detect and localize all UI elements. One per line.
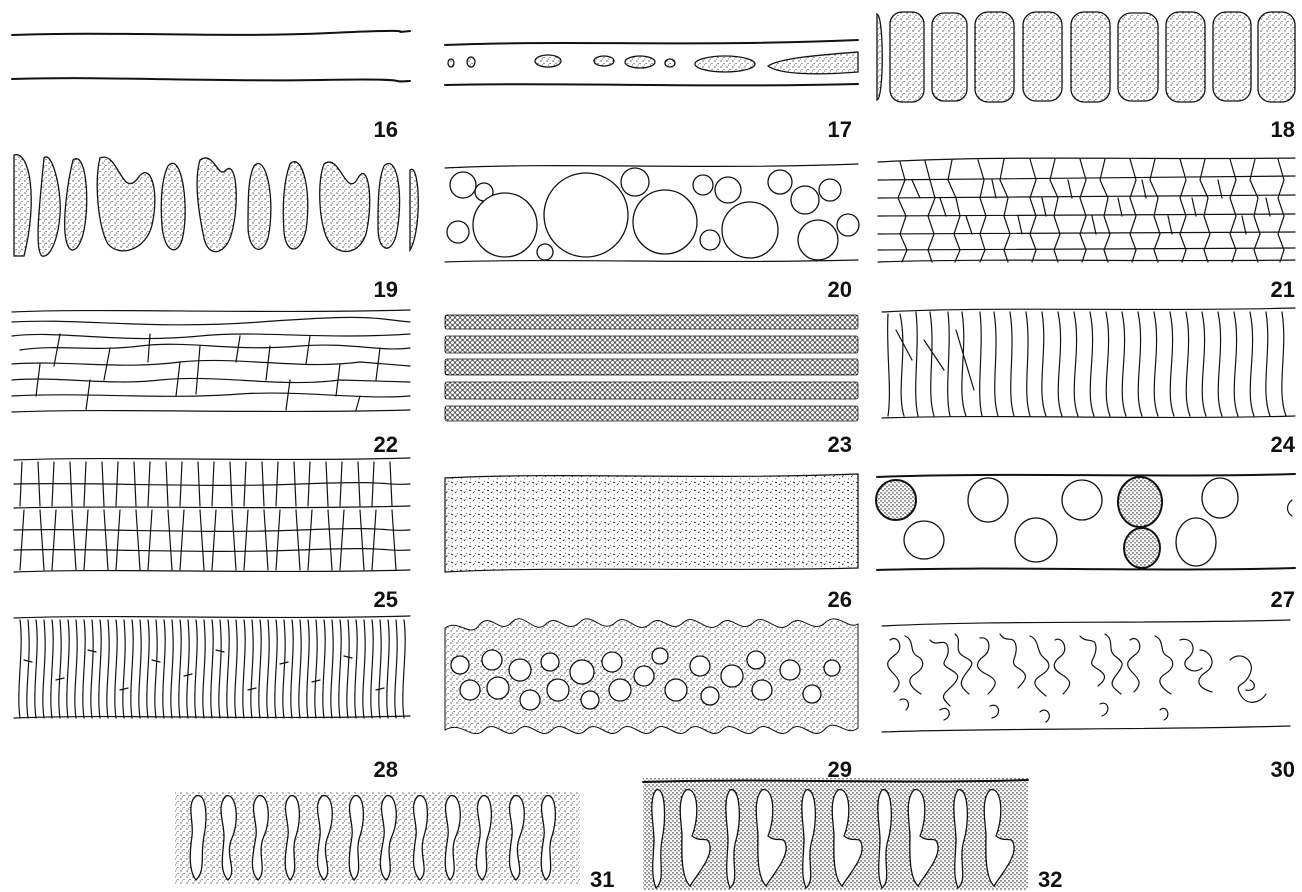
- figure-label-30: 30: [1271, 757, 1295, 782]
- figure-label-32: 32: [1038, 867, 1062, 892]
- figure-label-20: 20: [828, 277, 852, 302]
- figure-30: 30: [882, 620, 1295, 782]
- figure-label-31: 31: [590, 867, 614, 892]
- figure-16: 16: [12, 31, 410, 142]
- figure-21: 21: [878, 158, 1295, 302]
- figure-32: 32: [643, 778, 1062, 892]
- figure-24: 24: [882, 308, 1296, 457]
- figure-29: 29: [445, 619, 858, 782]
- figure-25: 25: [14, 458, 410, 612]
- figure-31: 31: [175, 792, 614, 892]
- figure-28: 28: [14, 616, 410, 782]
- figure-19: 19: [14, 155, 418, 302]
- figure-label-16: 16: [374, 117, 398, 142]
- figure-27: 27: [876, 474, 1295, 612]
- figure-label-25: 25: [374, 587, 398, 612]
- figure-label-26: 26: [828, 587, 852, 612]
- figure-label-18: 18: [1271, 117, 1295, 142]
- figure-label-19: 19: [374, 277, 398, 302]
- figure-label-17: 17: [828, 117, 852, 142]
- figure-label-24: 24: [1271, 432, 1296, 457]
- figure-label-23: 23: [828, 432, 852, 457]
- figure-23: 23: [445, 315, 858, 457]
- figure-label-28: 28: [374, 757, 398, 782]
- figure-label-21: 21: [1271, 277, 1295, 302]
- figure-20: 20: [445, 164, 859, 302]
- figure-26: 26: [445, 474, 858, 612]
- figure-22: 22: [12, 310, 410, 457]
- figure-18: 18: [877, 12, 1295, 142]
- figure-label-22: 22: [374, 432, 398, 457]
- figure-label-27: 27: [1271, 587, 1295, 612]
- figure-17: 17: [445, 40, 858, 142]
